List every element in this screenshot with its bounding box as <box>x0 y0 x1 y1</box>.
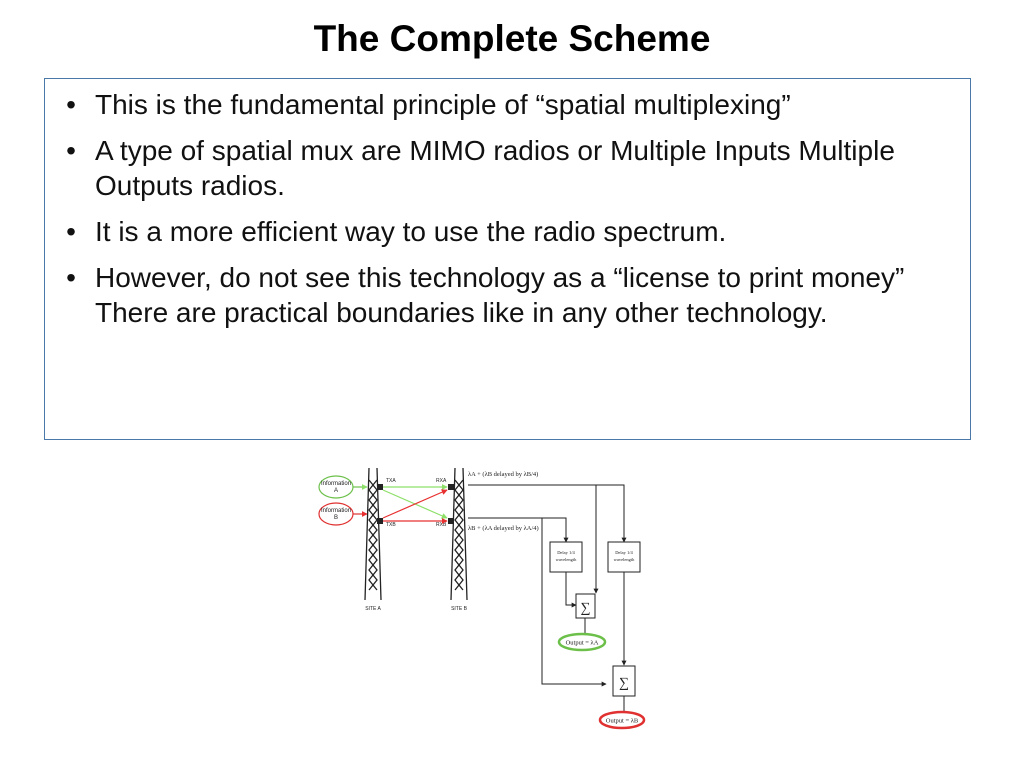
bullet-marker: • <box>66 262 76 293</box>
svg-text:Output = λB: Output = λB <box>606 718 639 725</box>
svg-text:wavelength: wavelength <box>556 557 577 562</box>
delay-box-b: Delay 1/4 wavelength <box>549 541 583 573</box>
rx-a-signal-label: λA + (λB delayed by λB/4) <box>468 471 538 478</box>
tx-b-label: TXB <box>386 522 396 528</box>
bullet-text: It is a more efficient way to use the ra… <box>95 216 727 247</box>
rx-b-signal-label: λB + (λA delayed by λA/4) <box>468 525 539 532</box>
svg-text:∑: ∑ <box>581 601 591 616</box>
mimo-diagram: Information A Information B TXA TXB SITE… <box>318 467 646 730</box>
site-b-label: SITE B <box>451 606 468 612</box>
sum-block-b: ∑ <box>612 665 636 697</box>
tower-site-b <box>450 467 468 601</box>
svg-text:∑: ∑ <box>619 676 629 691</box>
bullet-list: • This is the fundamental principle of “s… <box>45 79 970 330</box>
sum-block-a: ∑ <box>575 593 596 619</box>
delay-box-a: Delay 1/4 wavelength <box>607 541 641 573</box>
bullet-item: • However, do not see this technology as … <box>61 260 952 330</box>
svg-text:Information: Information <box>321 481 351 487</box>
information-b-node: Information B <box>318 502 354 526</box>
bullet-item: • It is a more efficient way to use the r… <box>61 214 952 249</box>
information-a-node: Information A <box>318 475 354 499</box>
svg-text:Delay 1/4: Delay 1/4 <box>557 550 575 555</box>
bullet-text: A type of spatial mux are MIMO radios or… <box>95 135 895 201</box>
svg-text:A: A <box>334 488 338 494</box>
bullet-text: However, do not see this technology as a… <box>95 262 905 328</box>
bullet-text: This is the fundamental principle of “sp… <box>95 89 791 120</box>
output-a: Output = λA <box>557 632 607 652</box>
bullet-item: • A type of spatial mux are MIMO radios o… <box>61 133 952 203</box>
svg-text:wavelength: wavelength <box>614 557 635 562</box>
rx-b-label: RXB <box>436 522 447 528</box>
link-b-cross <box>382 489 448 519</box>
svg-text:Output = λA: Output = λA <box>566 640 599 647</box>
content-box: • This is the fundamental principle of “s… <box>44 78 971 440</box>
bullet-marker: • <box>66 89 76 120</box>
svg-text:Information: Information <box>321 508 351 514</box>
rx-a-label: RXA <box>436 478 447 484</box>
bullet-marker: • <box>66 135 76 166</box>
bullet-item: • This is the fundamental principle of “s… <box>61 87 952 122</box>
svg-text:Delay 1/4: Delay 1/4 <box>615 550 633 555</box>
site-a-label: SITE A <box>365 606 381 612</box>
tx-a-label: TXA <box>386 478 396 484</box>
output-b: Output = λB <box>598 710 646 730</box>
bullet-marker: • <box>66 216 76 247</box>
slide-title: The Complete Scheme <box>313 18 711 59</box>
svg-text:B: B <box>334 515 338 521</box>
